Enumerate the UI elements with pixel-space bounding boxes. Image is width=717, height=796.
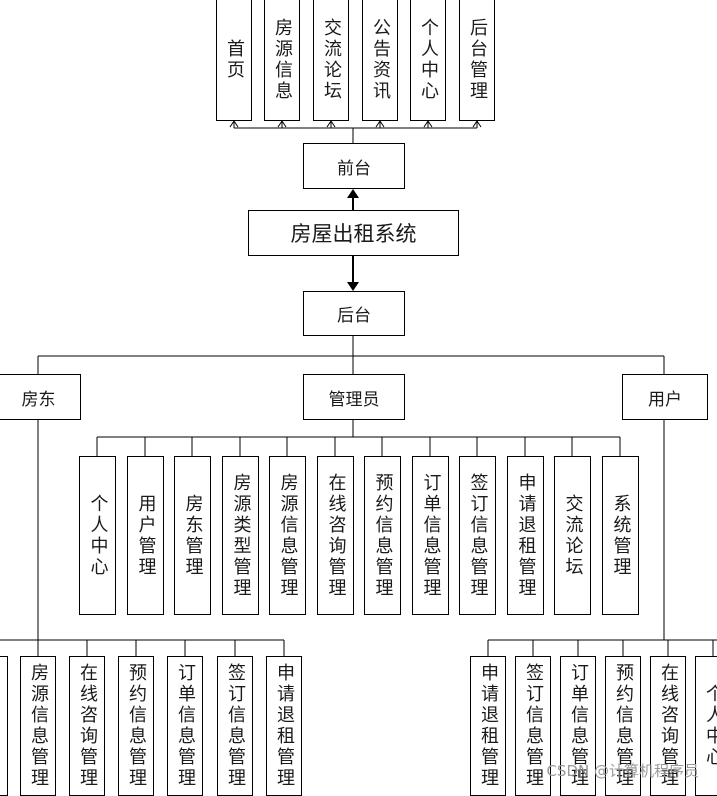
admin-module: 房东管理: [174, 456, 211, 615]
front-node-forum: 交流论坛: [313, 0, 349, 121]
landlord-module: 预约信息管理: [118, 656, 154, 796]
role-landlord: 房东: [0, 374, 81, 420]
admin-module: 交流论坛: [554, 456, 591, 615]
admin-module: 预约信息管理: [364, 456, 401, 615]
user-module: 预约信息管理: [605, 656, 641, 796]
admin-module: 系统管理: [602, 456, 639, 615]
user-module: 个人中心: [695, 656, 717, 796]
landlord-module: 在线咨询管理: [69, 656, 105, 796]
front-node-listings: 房源信息: [264, 0, 300, 121]
user-module: 签订信息管理: [515, 656, 551, 796]
admin-module: 签订信息管理: [459, 456, 496, 615]
admin-module: 房源类型管理: [222, 456, 259, 615]
admin-module: 个人中心: [79, 456, 116, 615]
watermark-text: CSDN @计算机程序员: [546, 762, 699, 780]
front-node: 前台: [303, 143, 405, 189]
front-node-personal-center: 个人中心: [410, 0, 446, 121]
landlord-module: 订单信息管理: [167, 656, 203, 796]
admin-module: 用户管理: [127, 456, 164, 615]
role-admin: 管理员: [303, 374, 405, 420]
landlord-module: [0, 656, 8, 796]
user-module: 在线咨询管理: [650, 656, 686, 796]
front-node-home: 首页: [216, 0, 252, 121]
role-user: 用户: [622, 374, 708, 420]
landlord-module: 申请退租管理: [266, 656, 302, 796]
landlord-module: 签订信息管理: [217, 656, 253, 796]
admin-module: 订单信息管理: [412, 456, 449, 615]
landlord-module: 房源信息管理: [20, 656, 56, 796]
root-node: 房屋出租系统: [248, 210, 459, 256]
admin-module: 房源信息管理: [269, 456, 306, 615]
user-module: 订单信息管理: [560, 656, 596, 796]
admin-module: 在线咨询管理: [317, 456, 354, 615]
front-node-admin-entry: 后台管理: [459, 0, 495, 121]
user-module: 申请退租管理: [470, 656, 506, 796]
admin-module: 申请退租管理: [507, 456, 544, 615]
back-node: 后台: [303, 291, 405, 336]
front-node-announcements: 公告资讯: [362, 0, 398, 121]
